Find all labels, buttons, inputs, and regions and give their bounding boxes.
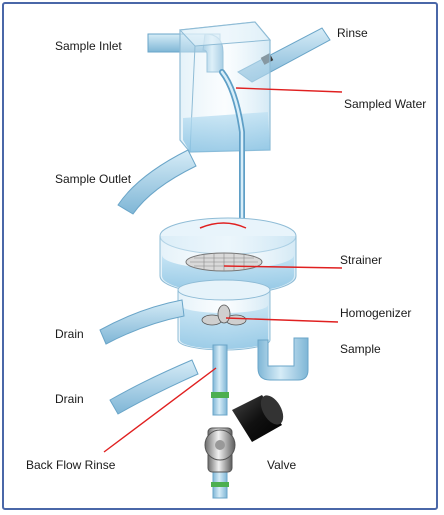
sample-pipe xyxy=(258,338,308,380)
label-drain-upper: Drain xyxy=(55,327,84,341)
label-sampled-water: Sampled Water xyxy=(344,97,426,111)
drain-pipe-upper xyxy=(100,300,184,344)
label-back-flow-rinse: Back Flow Rinse xyxy=(26,458,115,472)
label-sample-outlet: Sample Outlet xyxy=(55,172,131,186)
label-sample-inlet: Sample Inlet xyxy=(55,39,122,53)
label-drain-lower: Drain xyxy=(55,392,84,406)
label-sample: Sample xyxy=(340,342,381,356)
label-homogenizer: Homogenizer xyxy=(340,306,411,320)
homogenizer-chamber xyxy=(178,280,270,350)
drain-pipe-lower xyxy=(110,360,198,414)
label-rinse: Rinse xyxy=(337,26,368,40)
back-flow-pipe xyxy=(211,345,229,498)
label-strainer: Strainer xyxy=(340,253,382,267)
label-valve: Valve xyxy=(267,458,296,472)
upper-tank xyxy=(180,22,270,152)
